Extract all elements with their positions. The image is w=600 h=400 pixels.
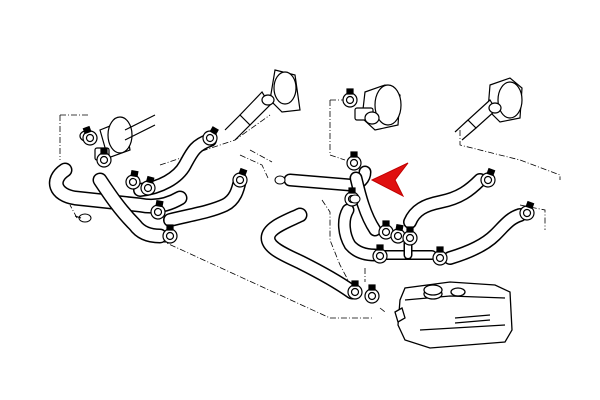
hose-clamp [125, 169, 141, 190]
hose-clamp [390, 223, 406, 244]
hose-left-long [92, 172, 168, 244]
hose-clamp [432, 246, 448, 266]
hose-center-bottom [337, 203, 382, 262]
red-arrowhead-icon [370, 162, 409, 198]
hose-clamp [346, 151, 362, 171]
hose-clamp [162, 224, 178, 244]
hose-right-lower [443, 208, 527, 265]
hose-left-bottom [163, 173, 247, 227]
hose-clamp [480, 167, 496, 188]
hose-middle-bend [260, 207, 360, 300]
hose-clamp [96, 148, 112, 168]
hose-clamp [82, 125, 98, 146]
hose-clamp [519, 200, 535, 221]
hose-clamp [202, 126, 219, 146]
hose-clamp [150, 199, 166, 220]
hose-clamp [347, 280, 363, 300]
hose-clamps [82, 88, 535, 304]
hose-clamp [364, 284, 380, 304]
heater-valve-center [354, 84, 402, 131]
hose-clamp [140, 175, 156, 196]
hose-clamp [342, 88, 358, 108]
hose-center-vertical [349, 171, 382, 237]
small-fasteners [74, 175, 361, 223]
hose-clamp [378, 220, 394, 240]
hose-right-upper [403, 173, 487, 229]
hose-left-upper [133, 133, 217, 197]
hose-clamp [402, 226, 418, 246]
hose-clamp [232, 167, 248, 188]
hose-clamp [372, 244, 388, 264]
heater-valve-right [454, 77, 523, 141]
coolant-expansion-tank [394, 281, 513, 349]
